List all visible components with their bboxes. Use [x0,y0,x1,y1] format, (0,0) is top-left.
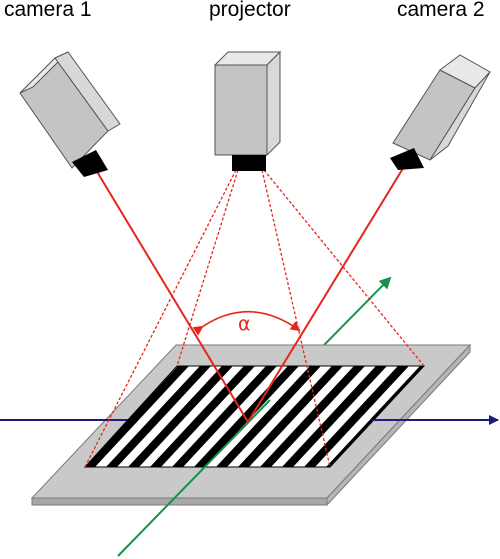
angle-arc [192,310,301,336]
fringe-stripe [304,366,409,467]
fringe-stripe [216,366,321,467]
fringe-stripe [458,366,500,467]
camera-1-lens [72,150,108,177]
projector-label: projector [209,0,291,21]
projector [213,50,282,171]
camera-rays [95,164,406,423]
projector-beams [84,169,425,468]
fringe-stripe [106,366,211,467]
fringe-stripe [194,366,299,467]
camera-2-label: camera 2 [397,0,485,21]
fringe-stripe [128,366,233,467]
fringe-stripe [436,366,500,467]
camera-1 [19,51,121,177]
fringe-stripe [85,366,189,467]
camera-1-label: camera 1 [4,0,92,21]
fringe-stripe [172,366,277,467]
projector-lens [232,155,266,171]
camera-2-lens [390,148,424,170]
fringe-stripe [238,366,343,467]
green-axis-front [117,399,271,557]
fringe-stripe [260,366,365,467]
angle-alpha-label: α [238,313,251,335]
fringe-stripe [282,366,387,467]
camera-2 [390,54,491,170]
